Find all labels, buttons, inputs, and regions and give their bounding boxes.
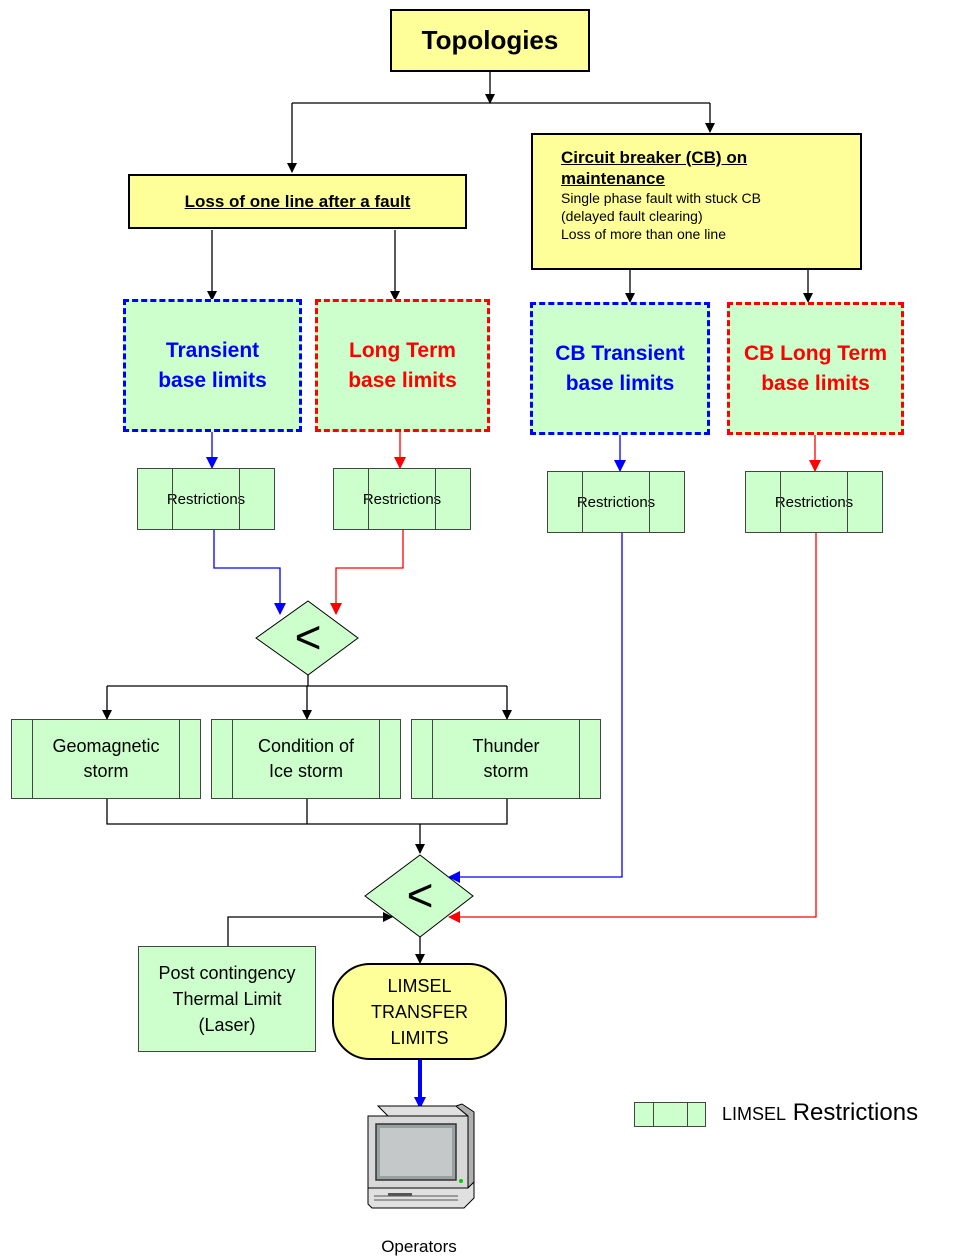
legend-swatch [634,1102,706,1127]
transient-limits-box: Transient base limits [123,299,302,432]
connector-limits [206,432,821,472]
operators-label: Operators [381,1237,457,1256]
condition-ice-storm-line1: Condition of [257,736,355,756]
transient-limits-line2: base limits [158,368,267,392]
long-term-limits-line2: base limits [348,368,457,392]
cb-long-term-limits-line2: base limits [761,371,870,395]
cb-title-line2: maintenance [561,169,665,188]
condition-geomagnetic: Geomagnetic storm [11,719,201,799]
restrictions-cb-long-term: Restrictions [745,471,883,533]
compare-symbol-upper: < [294,611,322,663]
legend-restrictions: Restrictions [792,1099,919,1126]
legend-swatch-divider [653,1103,654,1126]
connector-topologies [287,72,715,173]
post-contingency-box: Post contingency Thermal Limit (Laser) [138,946,316,1052]
long-term-limits-line1: Long Term [349,338,456,362]
cb-detail-line3: Loss of more than one line [561,226,726,242]
cb-long-term-limits-line1: CB Long Term [743,341,888,365]
topologies-title: Topologies [421,25,559,55]
condition-thunder-storm: Thunder storm [411,719,601,799]
cb-detail-line2: (delayed fault clearing) [561,208,703,224]
connector-restrictions [213,530,817,923]
limsel-line1: LIMSEL [387,975,452,996]
restrictions-long-term-label: Restrictions [362,490,442,508]
condition-geomagnetic-line1: Geomagnetic [52,736,160,756]
cb-transient-limits-line1: CB Transient [555,341,685,365]
compare-diamond-upper [255,600,359,676]
limsel-line2: TRANSFER [370,1001,468,1022]
long-term-limits-box: Long Term base limits [315,299,490,432]
limsel-line3: LIMITS [390,1027,449,1048]
cb-maintenance-box: Circuit breaker (CB) on maintenance Sing… [531,133,862,270]
connector-branches [207,230,813,303]
condition-ice-storm-line2: Ice storm [268,761,343,781]
restrictions-transient-label: Restrictions [166,490,246,508]
connector-conditions [102,672,512,854]
cb-title-line1: Circuit breaker (CB) on [561,148,748,167]
computer-terminal-icon [367,1103,475,1209]
restrictions-cb-long-term-label: Restrictions [774,493,854,511]
loss-one-line-box: Loss of one line after a fault [128,174,467,229]
loss-one-line-label: Loss of one line after a fault [184,191,411,211]
legend-swatch-divider [687,1103,688,1126]
condition-ice-storm: Condition of Ice storm [211,719,401,799]
limsel-transfer-limits: LIMSEL TRANSFER LIMITS [332,963,507,1060]
compare-symbol-lower: < [406,869,434,921]
cb-transient-limits-box: CB Transient base limits [530,302,710,435]
legend-prefix: LIMSEL [722,1104,787,1124]
legend-label: LIMSEL Restrictions [722,1099,918,1127]
topologies-box: Topologies [390,9,590,72]
post-contingency-line3: (Laser) [198,1015,256,1035]
connector-output [227,912,425,964]
restrictions-cb-transient: Restrictions [547,471,685,533]
transient-limits-line1: Transient [165,338,260,362]
condition-thunder-storm-line1: Thunder [472,736,540,756]
post-contingency-line1: Post contingency [158,963,296,983]
post-contingency-line2: Thermal Limit [172,989,282,1009]
condition-geomagnetic-line2: storm [83,761,129,781]
cb-transient-limits-line2: base limits [565,371,675,395]
cb-detail-line1: Single phase fault with stuck CB [561,190,761,206]
restrictions-transient: Restrictions [137,468,275,530]
condition-thunder-storm-line2: storm [483,761,529,781]
restrictions-cb-transient-label: Restrictions [576,493,656,511]
compare-diamond-lower [364,854,474,938]
cb-long-term-limits-box: CB Long Term base limits [727,302,904,435]
restrictions-long-term: Restrictions [333,468,471,530]
